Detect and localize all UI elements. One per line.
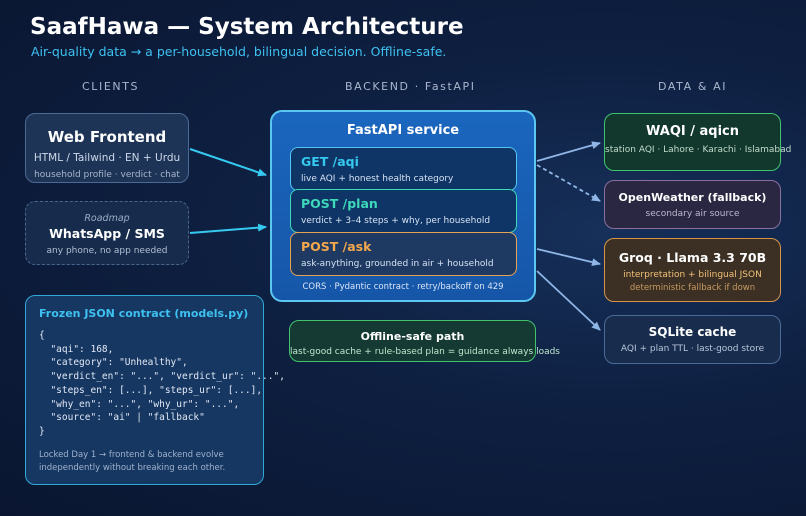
offline-safe-node: Offline-safe path last-good cache + rule… (289, 320, 560, 362)
fastapi-service-node[interactable]: FastAPI service GET /aqi live AQI + hone… (270, 110, 536, 302)
openweather-node[interactable]: OpenWeather (fallback) secondary air sou… (604, 180, 781, 229)
web-frontend-title: Web Frontend (47, 128, 167, 146)
contract-note-line2: independently without breaking each othe… (39, 463, 226, 473)
arrow-whatsapp-to-fastapi (189, 223, 267, 234)
endpoint-post-plan[interactable]: POST /plan verdict + 3–4 steps + why, pe… (290, 189, 517, 233)
contract-note-line1: Locked Day 1 → frontend & backend evolve (39, 450, 224, 460)
groq-line1: interpretation + bilingual JSON (623, 270, 762, 280)
contract-title: Frozen JSON contract (models.py) (39, 307, 249, 320)
arrow-web-to-fastapi (189, 148, 267, 177)
page-subtitle: Air-quality data → a per-household, bili… (31, 44, 447, 59)
waqi-node[interactable]: WAQI / aqicn station AQI · Lahore · Kara… (604, 113, 792, 171)
openweather-desc: secondary air source (645, 209, 740, 219)
sqlite-title: SQLite cache (648, 325, 737, 339)
endpoint-post-plan-desc: verdict + 3–4 steps + why, per household (301, 216, 491, 226)
endpoint-get-aqi-desc: live AQI + honest health category (301, 174, 454, 184)
fastapi-title: FastAPI service (346, 123, 460, 138)
web-frontend-features: household profile · verdict · chat (34, 170, 180, 180)
json-contract-panel: Frozen JSON contract (models.py) { "aqi"… (25, 295, 285, 485)
column-header-backend: BACKEND · FastAPI (345, 80, 476, 93)
fastapi-footer: CORS · Pydantic contract · retry/backoff… (302, 282, 504, 292)
endpoint-post-ask-desc: ask-anything, grounded in air + househol… (301, 259, 494, 269)
offline-desc: last-good cache + rule-based plan = guid… (290, 347, 560, 357)
column-header-clients: CLIENTS (82, 80, 140, 93)
web-frontend-stack: HTML / Tailwind · EN + Urdu (33, 152, 181, 164)
waqi-title: WAQI / aqicn (646, 124, 739, 139)
roadmap-badge: Roadmap (84, 213, 130, 224)
arrow-fastapi-to-waqi (536, 141, 601, 162)
whatsapp-desc: any phone, no app needed (46, 246, 168, 256)
endpoint-get-aqi-method: GET /aqi (301, 154, 359, 169)
whatsapp-title: WhatsApp / SMS (49, 226, 165, 241)
groq-line2: deterministic fallback if down (629, 283, 756, 293)
endpoint-post-ask[interactable]: POST /ask ask-anything, grounded in air … (290, 232, 517, 276)
endpoint-get-aqi[interactable]: GET /aqi live AQI + honest health catego… (290, 147, 517, 191)
contract-code: { "aqi": 168, "category": "Unhealthy", "… (39, 330, 285, 437)
arrow-fastapi-to-sqlite (536, 270, 601, 331)
groq-title: Groq · Llama 3.3 70B (618, 250, 767, 265)
whatsapp-node[interactable]: Roadmap WhatsApp / SMS any phone, no app… (25, 201, 189, 265)
offline-title: Offline-safe path (360, 330, 465, 343)
endpoint-post-plan-method: POST /plan (301, 196, 378, 211)
column-header-data-ai: DATA & AI (658, 80, 728, 93)
arrow-fastapi-to-openweather (536, 164, 601, 202)
groq-llm-node[interactable]: Groq · Llama 3.3 70B interpretation + bi… (604, 238, 781, 302)
endpoint-post-ask-method: POST /ask (301, 239, 372, 254)
sqlite-cache-node[interactable]: SQLite cache AQI + plan TTL · last-good … (604, 315, 781, 364)
sqlite-desc: AQI + plan TTL · last-good store (620, 344, 765, 354)
arrow-fastapi-to-groq (536, 248, 601, 267)
openweather-title: OpenWeather (fallback) (618, 191, 767, 204)
waqi-desc: station AQI · Lahore · Karachi · Islamab… (605, 145, 792, 155)
web-frontend-node[interactable]: Web Frontend HTML / Tailwind · EN + Urdu… (25, 113, 189, 183)
page-title: SaafHawa — System Architecture (30, 14, 464, 40)
